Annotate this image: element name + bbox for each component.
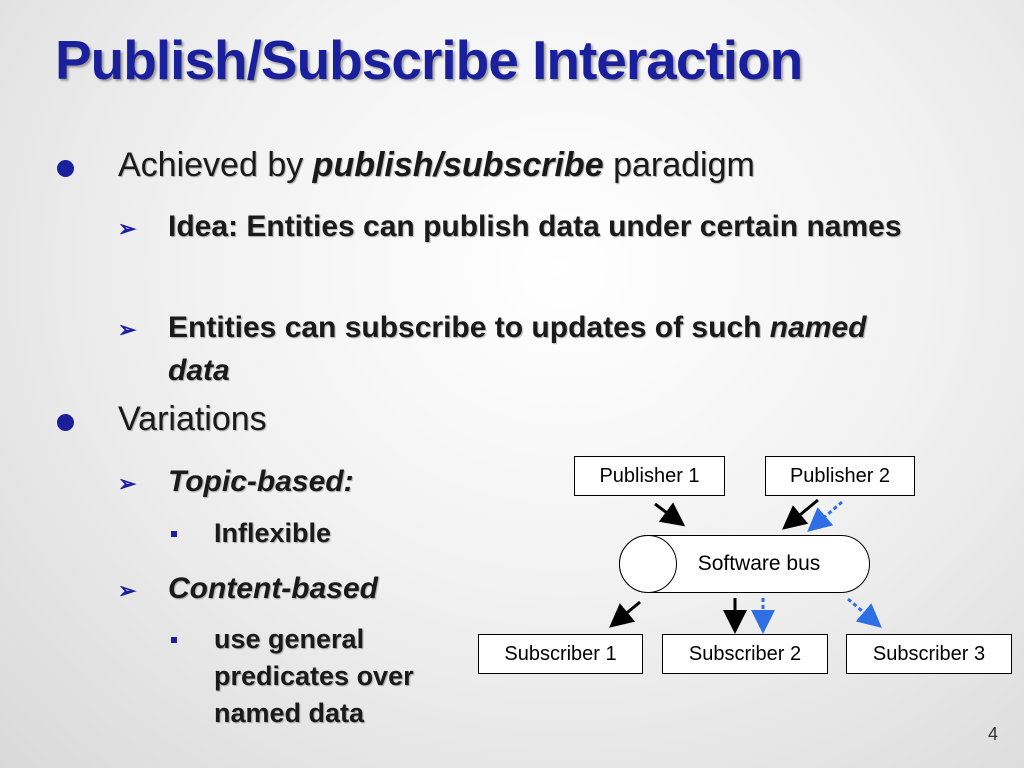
arrow-bullet-icon: ➢	[118, 578, 137, 603]
subscriber-2-box: Subscriber 2	[662, 634, 828, 674]
publisher-1-box: Publisher 1	[574, 456, 725, 496]
page-number: 4	[987, 724, 998, 744]
square-bullet-icon	[171, 637, 177, 643]
software-bus-label: Software bus	[697, 552, 821, 575]
bullet-2-text: Variations	[118, 400, 267, 438]
subscriber-3-box: Subscriber 3	[846, 634, 1012, 674]
publisher-2-box: Publisher 2	[765, 456, 915, 496]
content-based-detail: use general predicates over named data	[214, 624, 414, 728]
bullet-1-emphasis: publish/subscribe	[312, 146, 604, 184]
arrow-publisher2-to-bus	[782, 498, 819, 530]
software-bus-end-cap	[619, 535, 677, 593]
sub-bullet-subscribe-text: Entities can subscribe to updates of suc…	[168, 311, 770, 344]
sub-bullet-subscribe: Entities can subscribe to updates of suc…	[168, 306, 928, 392]
dotted-arrow-bus-to-subscriber3	[847, 597, 882, 628]
bullet-dot-2	[57, 414, 74, 431]
subscriber-1-box: Subscriber 1	[478, 634, 643, 674]
sub-bullet-idea: Idea: Entities can publish data under ce…	[168, 210, 902, 243]
sub-bullet-subscribe-emphasis: named data	[168, 311, 867, 387]
dotted-arrow-publisher2-to-bus	[807, 500, 843, 532]
bullet-1-text: Achieved by publish/subscribe paradigm	[118, 146, 755, 185]
topic-based-detail: Inflexible	[214, 518, 332, 548]
sub-bullet-content-based: Content-based	[168, 567, 378, 610]
bullet-1-tail: paradigm	[603, 146, 755, 184]
slide-title: Publish/Subscribe Interaction	[55, 29, 803, 91]
bullet-1-lead: Achieved by	[118, 146, 313, 184]
square-bullet-icon	[171, 531, 177, 537]
arrow-bus-to-subscriber1	[609, 600, 641, 628]
arrow-publisher1-to-bus	[654, 502, 686, 527]
content-based-label: Content-based	[168, 572, 378, 605]
arrow-bullet-icon: ➢	[118, 317, 137, 342]
sub-bullet-topic-based: Topic-based:	[168, 460, 354, 503]
arrow-bullet-icon: ➢	[118, 471, 137, 496]
topic-based-label: Topic-based:	[168, 465, 354, 498]
bullet-dot-1	[57, 160, 74, 177]
arrow-bullet-icon: ➢	[118, 216, 137, 241]
